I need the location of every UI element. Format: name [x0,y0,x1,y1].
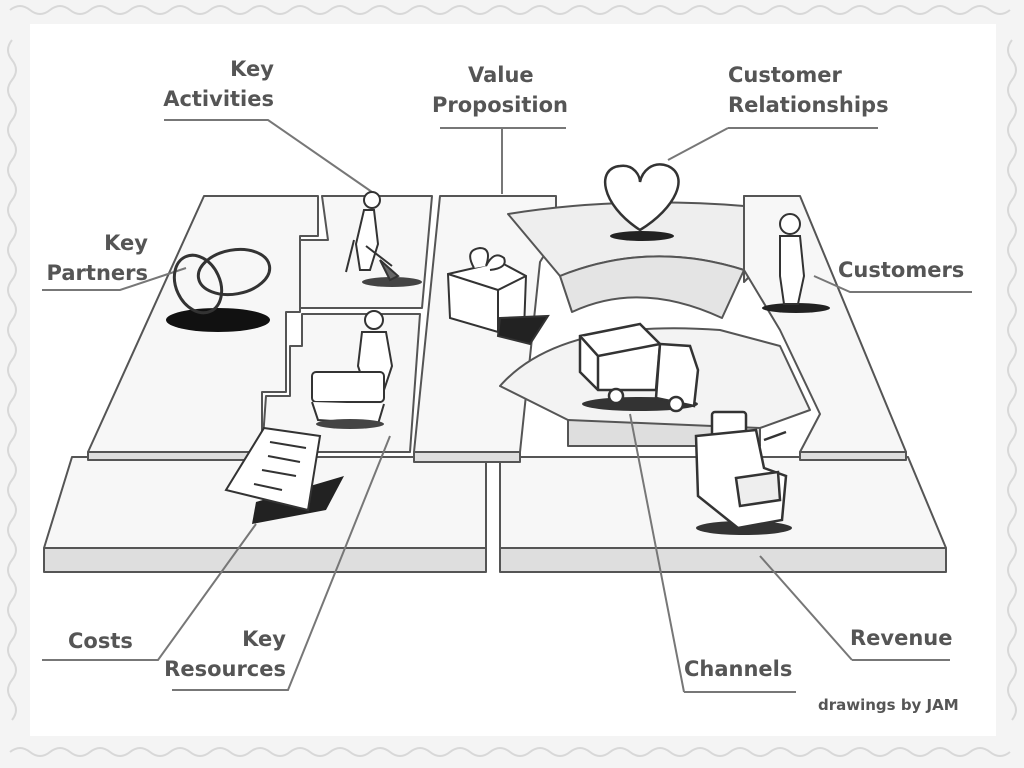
label-revenue: Revenue [850,623,953,653]
label-customer-relationships-line1: Customer [728,63,842,87]
leader-customer-relationships [667,127,878,161]
label-key-resources-line1: Key [242,627,286,651]
label-channels: Channels [684,654,792,684]
heart-icon [604,163,680,241]
credit-text: drawings by JAM [818,696,959,714]
shovel-worker-icon [345,191,422,287]
label-value-proposition-line1: Value [468,63,534,87]
label-costs-text: Costs [68,629,133,653]
channels-arrow [559,255,745,319]
document-icon [224,426,344,524]
key-partners-side [87,451,263,461]
cash-register-icon [694,410,792,535]
label-key-partners-line2: Partners [46,261,148,285]
value-proposition-side [413,451,521,463]
label-key-partners: Key Partners [36,228,148,288]
label-costs: Costs [68,626,133,656]
label-customers-text: Customers [838,258,965,282]
leader-revenue [759,555,950,661]
leader-key-resources [172,435,391,691]
label-key-resources-line2: Resources [164,657,286,681]
customers-side [799,451,907,461]
leader-key-partners [42,267,187,291]
revenue-block-side [499,547,947,573]
label-customer-relationships-line2: Relationships [728,93,889,117]
gift-icon [446,246,550,346]
label-key-activities-line1: Key [230,57,274,81]
leader-customers [813,275,972,293]
label-customer-relationships: Customer Relationships [728,60,889,120]
leader-costs [42,523,257,661]
label-key-activities-line2: Activities [163,87,274,111]
leader-value-proposition [440,127,566,194]
label-key-activities: Key Activities [150,54,274,114]
truck-icon [578,322,700,413]
label-key-resources: Key Resources [158,624,286,684]
label-customers: Customers [838,255,964,285]
label-key-partners-line1: Key [104,231,148,255]
person-icon [762,213,830,313]
label-value-proposition: Value Proposition [432,60,582,120]
label-value-proposition-line2: Proposition [432,93,568,117]
label-revenue-text: Revenue [850,626,953,650]
rings-icon [166,247,272,332]
leader-channels [629,413,796,693]
worker-with-box-icon [311,310,394,429]
label-channels-text: Channels [684,657,793,681]
costs-block-side [43,547,487,573]
leader-key-activities [164,119,373,193]
